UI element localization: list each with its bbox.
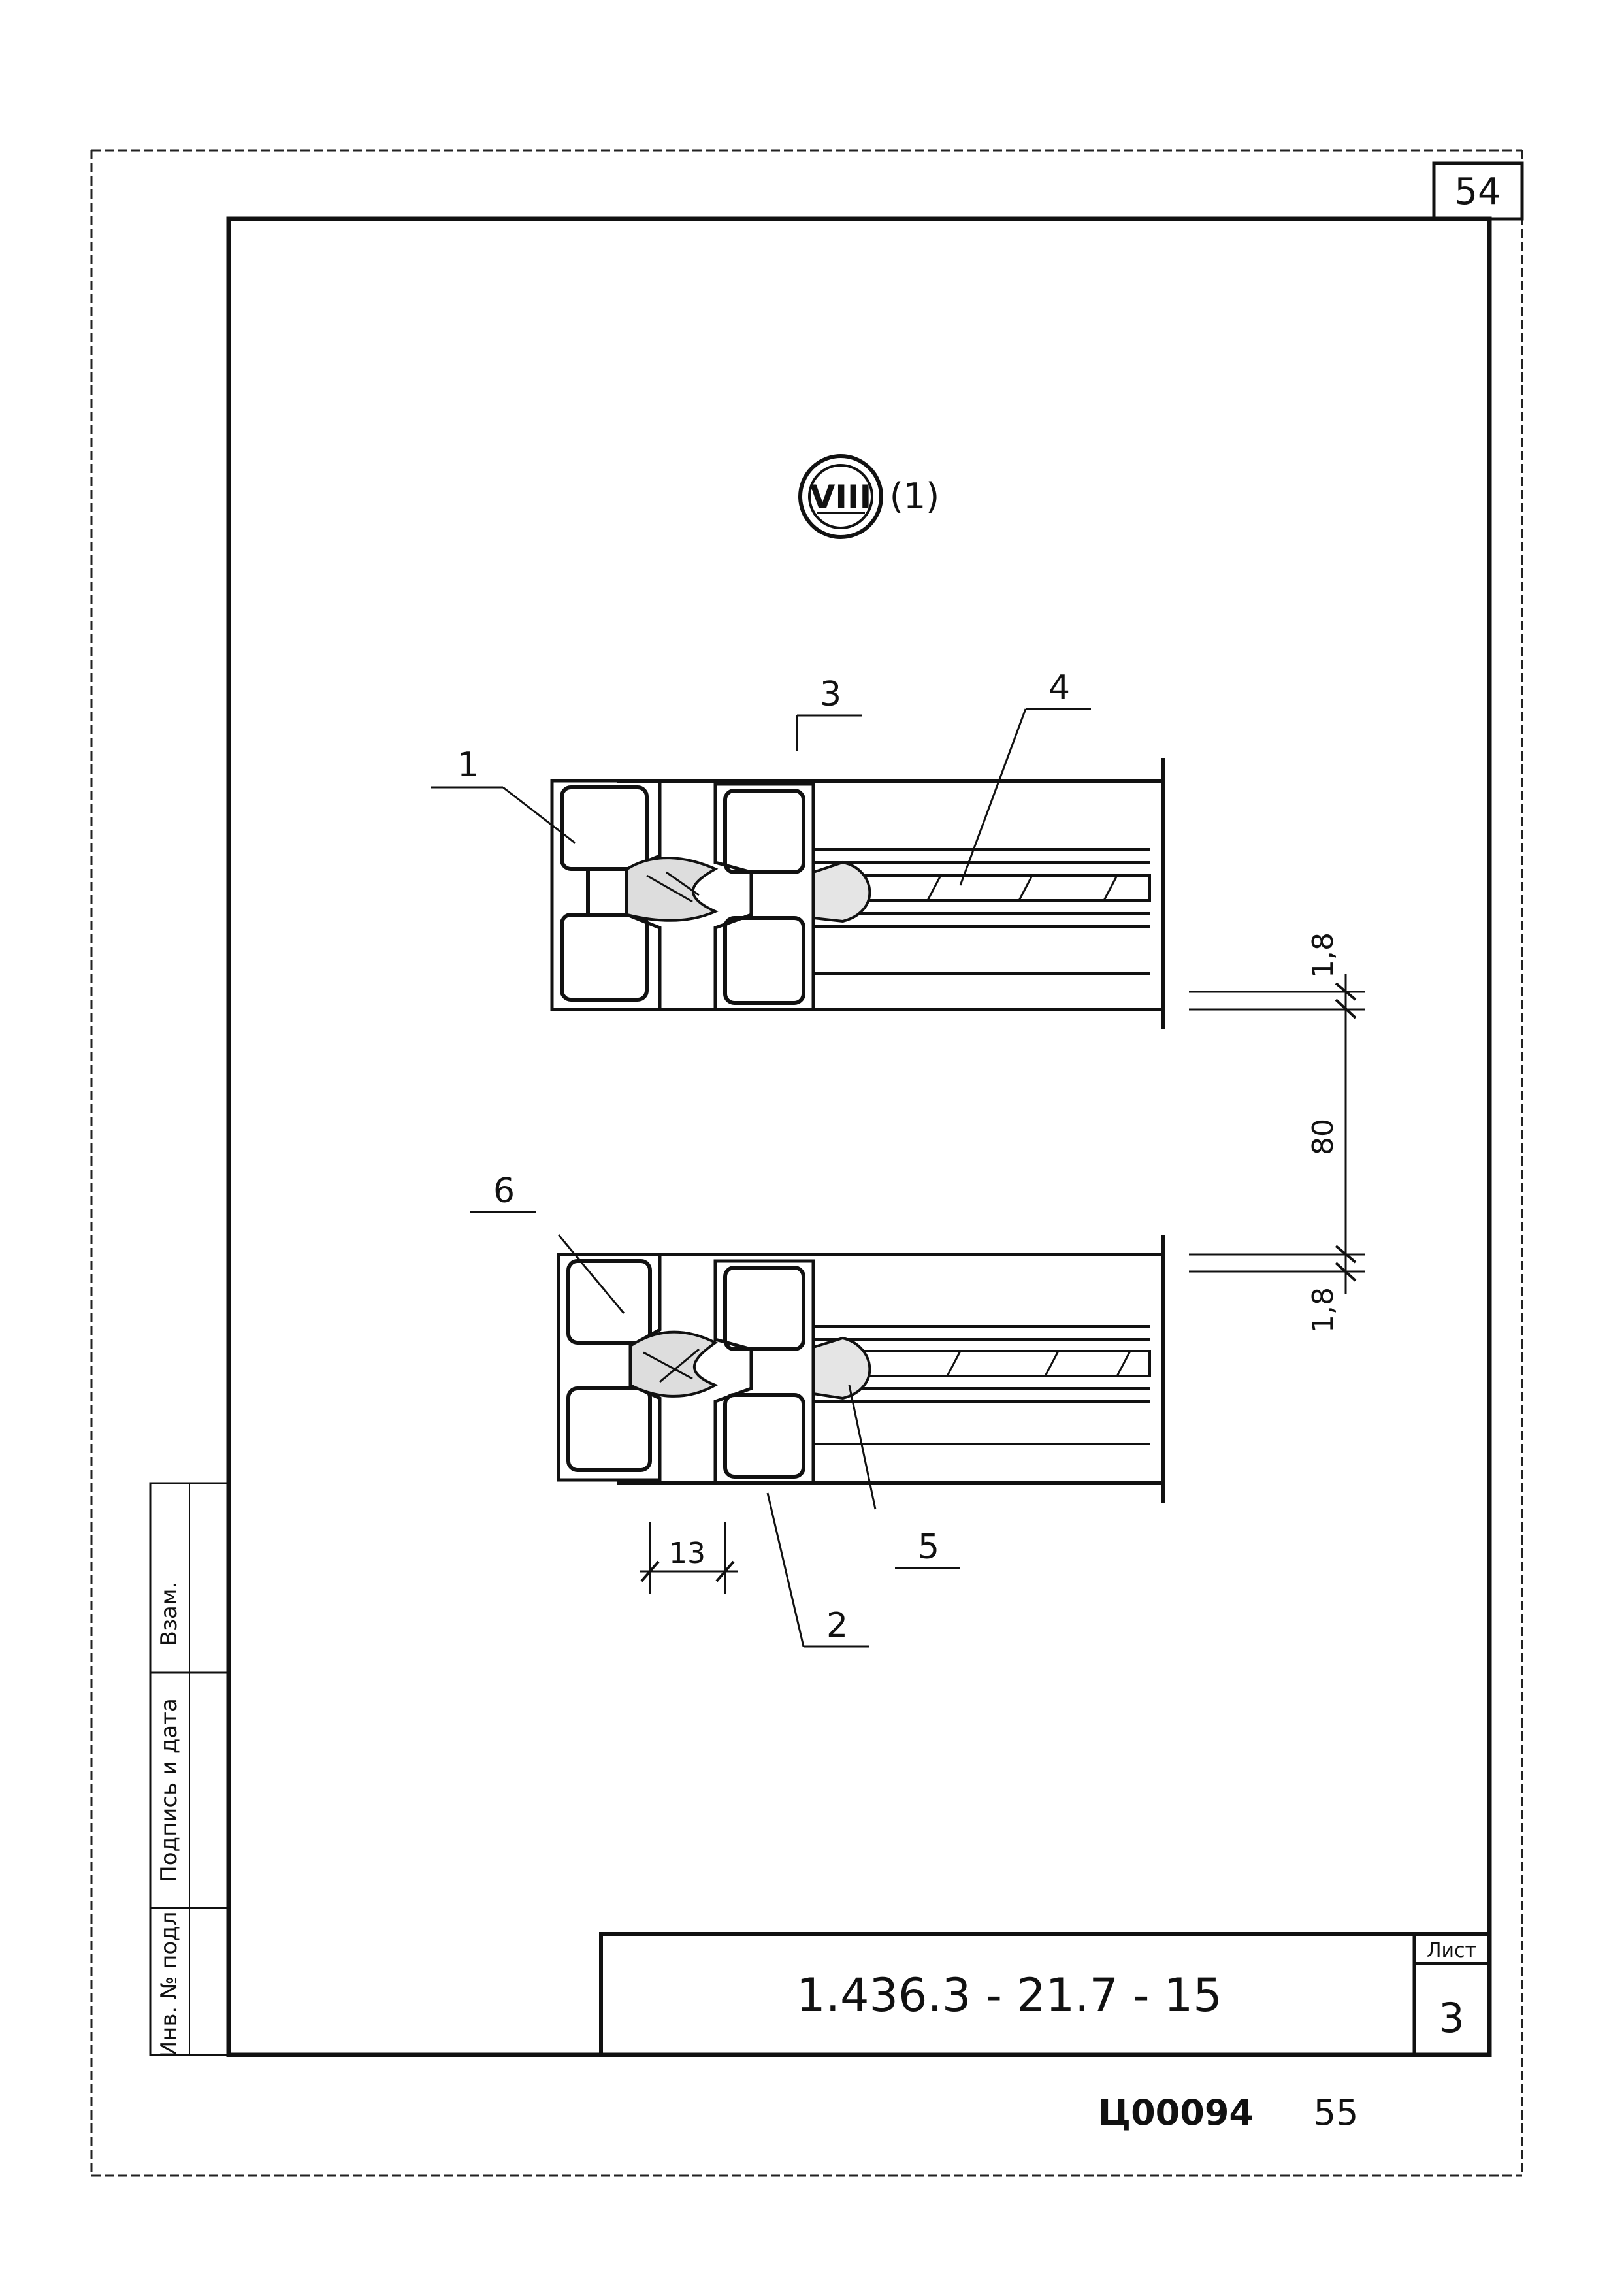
dimension-top-gap: 1,8 <box>1307 932 1340 978</box>
callout-4: 4 <box>1048 668 1070 708</box>
sheet-label: Лист <box>1427 1939 1476 1962</box>
profile-right-top-cell-b <box>723 916 805 1005</box>
page-number: 55 <box>1314 2092 1359 2133</box>
side-stamp-col1: Инв. № подл. <box>156 1905 182 2058</box>
profile-assembly-bottom <box>557 1235 1165 1503</box>
callout-3: 3 <box>820 675 841 714</box>
side-stamp-col2: Подпись и дата <box>156 1698 182 1882</box>
view-marker: VIII (1) <box>798 454 940 539</box>
outer-border <box>90 149 1523 2177</box>
callout-2: 2 <box>826 1606 848 1645</box>
side-stamp-col3: Взам. <box>156 1582 182 1647</box>
document-code: 1.436.3 - 21.7 - 15 <box>796 1969 1222 2022</box>
sheet-value: 3 <box>1438 1994 1464 2042</box>
profile-right-bottom-cell-b <box>723 1393 805 1479</box>
profile-right-bottom-cell-a <box>723 1266 805 1351</box>
side-stamp: Инв. № подл. Подпись и дата Взам. <box>149 1482 230 2058</box>
profile-left-top-cell-a <box>560 785 649 871</box>
dimension-width <box>640 1522 738 1594</box>
view-marker-roman: VIII <box>810 478 872 516</box>
dimension-width-label: 13 <box>669 1537 706 1570</box>
dimension-bottom-gap: 1,8 <box>1307 1287 1340 1333</box>
profile-left-top-cell-b <box>560 913 649 1002</box>
footer: Ц00094 55 <box>1098 2092 1358 2133</box>
callout-labels: 1 3 4 6 5 2 <box>457 668 1070 1645</box>
dimension-chain-vertical <box>1189 974 1365 1294</box>
profile-assembly-top <box>550 758 1165 1029</box>
view-marker-suffix: (1) <box>890 476 940 517</box>
sheet-number-box: 54 <box>1432 161 1524 221</box>
archive-code: Ц00094 <box>1098 2092 1254 2133</box>
profile-left-bottom-cell-b <box>566 1386 652 1472</box>
dimension-spacing: 80 <box>1307 1119 1340 1155</box>
profile-right-top-cell-a <box>723 789 805 874</box>
callout-6: 6 <box>493 1172 515 1211</box>
title-block: 1.436.3 - 21.7 - 15 Лист 3 <box>599 1932 1491 2057</box>
leader-lines <box>431 708 1091 1648</box>
profile-left-bottom-cell-a <box>566 1259 652 1345</box>
dimension-labels: 1,8 80 1,8 <box>1307 932 1340 1333</box>
callout-5: 5 <box>918 1528 939 1567</box>
callout-1: 1 <box>457 746 479 785</box>
sheet-number-top: 54 <box>1454 171 1501 213</box>
